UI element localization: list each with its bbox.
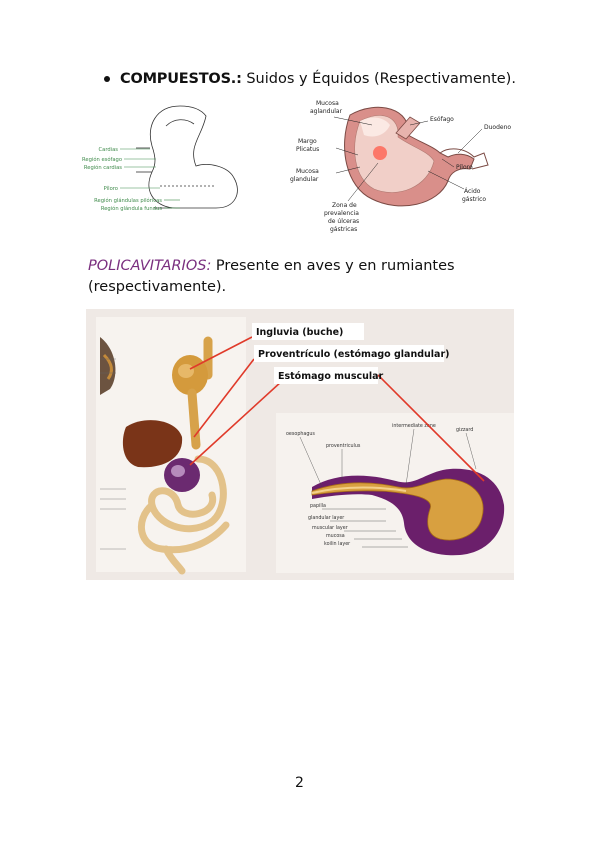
policavitarios-text: Presente en aves y en rumiantes (respect… <box>88 258 455 295</box>
label-region-glandula-fundus: Región glándula fundus <box>101 205 162 212</box>
label-mucosa-aglandular-2: aglandular <box>310 108 343 115</box>
label-plicatus: Plicatus <box>296 146 319 153</box>
label-zona-3: de úlceras <box>328 218 359 225</box>
bird-digestive-illustration: oesophagus intermediate zone proventricu… <box>86 309 514 580</box>
inset-glandular-layer: glandular layer <box>308 515 344 521</box>
label-zona-1: Zona de <box>332 202 357 209</box>
inset-intermediate-zone: intermediate zone <box>392 423 436 429</box>
label-gastrico: gástrico <box>462 196 486 203</box>
compuestos-text: Suidos y Équidos (Respectivamente). <box>241 71 516 87</box>
bird-digestive-figure: oesophagus intermediate zone proventricu… <box>86 309 514 580</box>
callout-ingluvia: Ingluvia (buche) <box>256 327 343 338</box>
inset-papilla: papilla <box>310 503 326 509</box>
label-zona-4: gástricas <box>330 226 357 233</box>
inset-muscular-layer: muscular layer <box>312 525 348 531</box>
label-mucosa-aglandular-1: Mucosa <box>316 100 339 107</box>
label-mucosa-glandular-1: Mucosa <box>296 168 319 175</box>
label-acido: Ácido <box>464 188 481 195</box>
label-margo: Margo <box>298 138 317 145</box>
label-mucosa-glandular-2: glandular <box>290 176 319 183</box>
page-number: 2 <box>295 775 304 791</box>
callout-estomago-muscular: Estómago muscular <box>278 371 384 382</box>
callout-proventriculo: Proventrículo (estómago glandular) <box>258 349 449 360</box>
bullet-dot-icon <box>104 76 110 82</box>
inset-koilin-layer: koilin layer <box>324 541 350 547</box>
inset-proventriculus: proventriculus <box>326 443 361 449</box>
policavitarios-paragraph: POLICAVITARIOS: Presente en aves y en ru… <box>88 256 518 298</box>
label-piloro-right: Píloro <box>456 164 473 171</box>
label-duodeno: Duodeno <box>484 124 511 131</box>
policavitarios-term: POLICAVITARIOS: <box>88 258 212 274</box>
label-esofago: Esófago <box>430 116 454 123</box>
inset-gizzard: gizzard <box>456 427 473 433</box>
label-zona-2: prevalencia <box>324 210 359 217</box>
label-region-cardias: Región cardias <box>84 164 122 171</box>
label-region-esofago: Región esófago <box>82 156 122 163</box>
compuestos-heading: COMPUESTOS.: <box>120 71 242 87</box>
compuestos-bullet: COMPUESTOS.: Suidos y Équidos (Respectiv… <box>104 71 516 87</box>
stomach-region-diagram: Cardias Región esófago Región cardias Pí… <box>82 105 238 212</box>
inset-oesophagus: oesophagus <box>286 431 315 437</box>
label-piloro: Píloro <box>104 185 118 192</box>
equine-stomach-diagram: Mucosa aglandular Esófago Duodeno Margo … <box>290 100 511 233</box>
label-cardias: Cardias <box>99 147 119 153</box>
inset-mucosa: mucosa <box>326 534 345 539</box>
label-region-glandulas-piloricas: Región glándulas pilóricas <box>94 197 162 204</box>
